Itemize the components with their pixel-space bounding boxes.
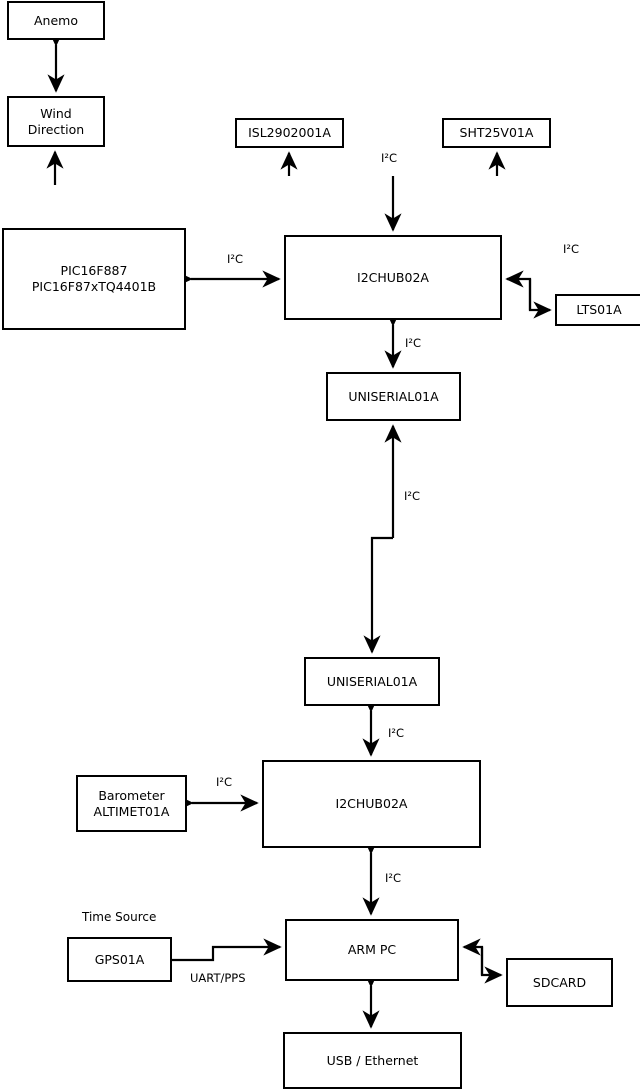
node-uniserial01a-upper[interactable]: UNISERIAL01A	[326, 372, 461, 421]
label-time-source: Time Source	[82, 910, 157, 924]
label-i2c-hub2-to-armpc: I²C	[385, 871, 402, 885]
node-anemo[interactable]: Anemo	[7, 1, 105, 40]
label-i2c-barometer-to-hub2: I²C	[216, 775, 233, 789]
node-pic-microcontroller[interactable]: PIC16F887 PIC16F87xTQ4401B	[2, 228, 186, 330]
label-i2c-sensor-bus: I²C	[381, 151, 398, 165]
node-i2chub02a-bottom[interactable]: I2CHUB02A	[262, 760, 481, 848]
node-uniserial01a-lower[interactable]: UNISERIAL01A	[304, 657, 440, 706]
wire-sdcard-to-armpc	[462, 938, 484, 975]
node-gps01a[interactable]: GPS01A	[67, 937, 172, 982]
wire-i2chub-to-lts	[528, 279, 552, 319]
wire-armpc-to-sdcard	[480, 947, 503, 984]
node-sht25v01a[interactable]: SHT25V01A	[442, 118, 551, 148]
node-usb-ethernet[interactable]: USB / Ethernet	[283, 1032, 462, 1089]
wire-uniserial-riser-dn	[363, 536, 393, 654]
label-i2c-hub-to-lts: I²C	[563, 242, 580, 256]
node-barometer-altimet01a[interactable]: Barometer ALTIMET01A	[76, 775, 187, 832]
node-wind-direction[interactable]: Wind Direction	[7, 96, 105, 147]
label-i2c-uniserial-to-hub2: I²C	[388, 726, 405, 740]
label-i2c-uniserial-link: I²C	[404, 489, 421, 503]
node-lts01a[interactable]: LTS01A	[555, 294, 640, 326]
wire-lts-to-i2chub	[505, 270, 532, 310]
wire-gps-armpc	[172, 938, 282, 962]
label-uart-pps: UART/PPS	[190, 971, 246, 985]
node-i2chub02a-top[interactable]: I2CHUB02A	[284, 235, 502, 320]
node-sdcard[interactable]: SDCARD	[506, 958, 613, 1007]
node-isl2902001a[interactable]: ISL2902001A	[235, 118, 344, 148]
label-i2c-pic-to-hub: I²C	[227, 252, 244, 266]
node-arm-pc[interactable]: ARM PC	[285, 919, 459, 981]
label-i2c-hub-to-uniserial: I²C	[405, 336, 422, 350]
